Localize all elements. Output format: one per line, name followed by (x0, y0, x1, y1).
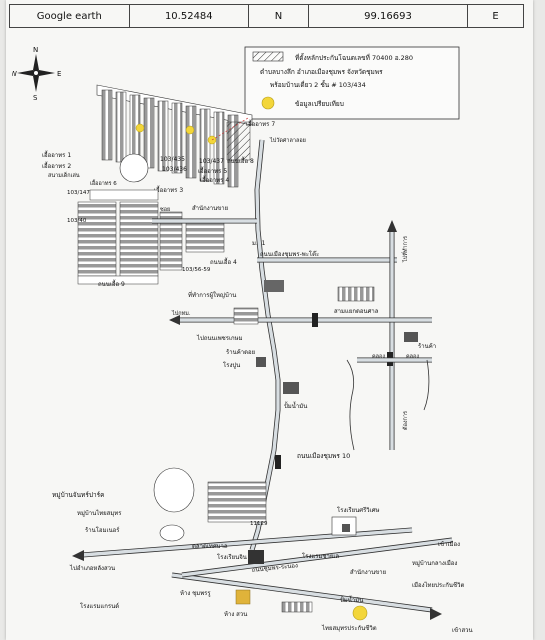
label-village-central: หมู่บ้านกลางเมือง (412, 559, 457, 567)
label-jin-school: โรงเรียนจิน (217, 553, 247, 561)
comparison-dot-swatch (261, 96, 275, 110)
label-cement-shop: โรงปูน (223, 361, 240, 369)
label-road-phato: ถนนเมืองชุมพร-พะโต๊ะ (260, 250, 319, 258)
coord-source: Google earth (10, 5, 130, 27)
label-euaarthorn-6: เอื้ออาทร 6 (90, 179, 117, 187)
collateral-plot (226, 121, 251, 161)
label-sriwiset-school: โรงเรียนศรีวิเศษ (337, 506, 380, 514)
label-muang-thai-life: เมืองไทยประกันชีวิต (412, 581, 464, 589)
label-103-435: 103/435 (160, 156, 185, 163)
coord-longitude: 99.16693 (309, 5, 469, 27)
collateral-hatch-swatch (252, 51, 284, 62)
label-road-euaa-8: ถนนเอื้อ 8 (227, 155, 254, 165)
label-to-bangkok: ไปกทม. (171, 310, 191, 317)
label-shop: ร้านค้า (418, 343, 436, 350)
label-euaarthorn-4: เอื้ออาทร 4 (200, 174, 229, 184)
label-103-40: 103/40 (67, 218, 87, 224)
ranong-road (81, 527, 453, 613)
label-euaarthorn-3: เอื้ออาทร 3 (154, 184, 183, 194)
label-village-head-office: ที่ทำการผู้ใหญ่บ้าน (188, 291, 236, 299)
playground-circle (119, 153, 149, 183)
label-euaarthorn-7: เอื้ออาทร 7 (246, 118, 275, 128)
label-103-147: 103/147 (67, 190, 90, 196)
label-canal-2: คลอง (406, 354, 419, 360)
label-village-chan-park: หมู่บ้านจันทร์ปาร์ค (52, 491, 104, 499)
label-gas-station-1: ปั้มน้ำมัน (284, 400, 307, 410)
label-hotel-seaside: โรงแรมชายเล (302, 552, 339, 560)
label-wanted: ต้องการ (402, 411, 409, 430)
compass-w: W (12, 70, 17, 78)
department-store-icon (235, 589, 251, 605)
label-11129: 11129 (250, 521, 268, 527)
label-103-437: 103/437 (199, 158, 224, 165)
label-to-office: ไปที่ทำการ (401, 236, 409, 263)
coord-lat-dir: N (249, 5, 309, 27)
label-road-chumphon-10: ถนนเมืองชุมพร 10 (297, 452, 350, 460)
label-to-garden: เข้าสวน (452, 627, 473, 634)
gas-station-2-icon (352, 605, 368, 621)
shop-don-icon (264, 280, 284, 292)
compass-rose-icon: N S W E (12, 46, 61, 102)
label-suan-mall: ห้าง สวน (224, 611, 247, 618)
label-road-euaa-4: ถนนเอื้อ 4 (210, 256, 237, 266)
housing-estate-lower (77, 189, 225, 285)
gas-station-icon (283, 382, 299, 394)
label-road-euaa-9: ถนนเอื้อ 9 (98, 278, 125, 288)
legend-box: ที่ตั้งหลักประกันโฉนดเลขที่ 70400 อ.280 … (244, 46, 460, 120)
compass-s: S (33, 94, 38, 102)
label-municipal-market: ตลาดเทศบาล (192, 543, 228, 550)
label-thai-samut-life: ไทยสมุทรประกันชีวิต (321, 624, 377, 632)
coord-latitude: 10.52484 (130, 5, 250, 27)
shop-block (337, 286, 375, 302)
label-to-phetkasem: ไปถนนเพชรเกษม (196, 334, 243, 342)
label-to-city-1: เข้าเมือง (438, 540, 460, 548)
label-103-56: 103/56-59 (182, 267, 211, 273)
label-home-shop: ร้านโฮมเนอร์ (85, 526, 120, 534)
label-to-lang-suan: ไปอำเภอหลังสวน (69, 564, 115, 572)
coord-lon-dir: E (492, 10, 499, 22)
label-gas-station-2: ปั้มน้ำมัน (340, 594, 363, 604)
legend-line-1: ที่ตั้งหลักประกันโฉนดเลขที่ 70400 อ.280 (295, 53, 413, 62)
label-103-436: 103/436 (162, 166, 187, 173)
label-sales-office: สำนักงานขาย (192, 205, 228, 212)
location-map: N S W E ที่ตั้งหลักประกันโฉนดเลขที่ 7040… (12, 46, 473, 634)
market-icon (248, 550, 264, 564)
compass-e: E (57, 70, 61, 78)
label-grand-hotel: โรงแรมแกรนด์ (80, 602, 119, 610)
housing-estate-upper (96, 84, 253, 188)
label-don-shop: ร้านค้าดอย (226, 349, 255, 356)
label-euaarthorn-2: เอื้ออาทร 2 (42, 160, 71, 170)
legend-line-4: ข้อมูลเปรียบเทียบ (295, 100, 344, 108)
label-don-san-junction: สามแยกดอนศาล (334, 308, 379, 315)
compass-n: N (33, 46, 38, 54)
label-canal-1: คลอง (372, 354, 385, 360)
label-euaarthorn-1: เอื้ออาทร 1 (42, 149, 71, 159)
label-village-thai-samut: หมู่บ้านไทยสมุทร (77, 509, 122, 517)
map-sheet: Google earth 10.52484 N 99.16693 E (6, 0, 533, 640)
label-euaarthorn-5: เอื้ออาทร 5 (198, 165, 227, 175)
label-to-wat: ไปวัดศาลาลอย (269, 137, 306, 144)
label-playground: สนามเด็กเล่น (48, 171, 80, 179)
shop-icon (404, 332, 418, 342)
label-road-ranong: ถนนชุมพร-ระนอง (251, 562, 298, 574)
coordinate-table: Google earth 10.52484 N 99.16693 E (9, 4, 524, 28)
label-soi: ซอย (160, 206, 170, 213)
legend-line-3: พร้อมบ้านเดี่ยว 2 ชั้น # 103/434 (270, 80, 366, 89)
village-block (207, 481, 267, 523)
label-sales-office-2: สำนักงานขาย (350, 569, 386, 576)
label-chumphon-mall: ห้าง ชุมพรรู (180, 590, 211, 597)
legend-line-2: ตำบลบางลึก อำเภอเมืองชุมพร จังหวัดชุมพร (260, 68, 383, 76)
